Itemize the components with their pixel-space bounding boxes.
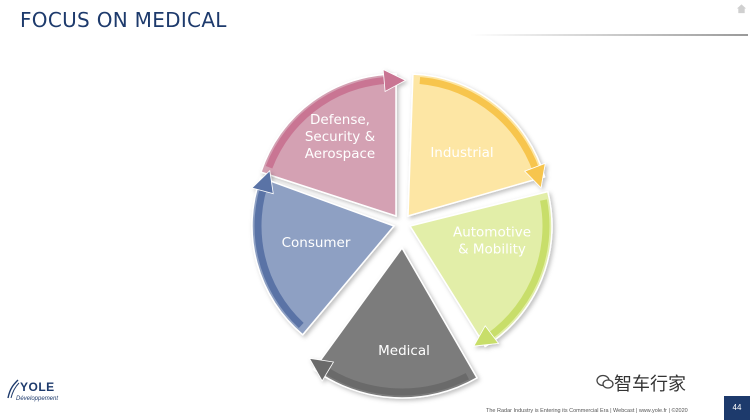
logo-subtitle: Développement xyxy=(16,396,59,402)
cycle-arrow-band xyxy=(265,76,399,169)
slide-title: FOCUS ON MEDICAL xyxy=(20,8,227,32)
title-divider xyxy=(470,34,748,36)
cycle-arrow-head-icon xyxy=(308,357,335,382)
cycle-arrow-head-icon xyxy=(382,68,407,93)
segment-automotive xyxy=(408,190,553,348)
page-number: 44 xyxy=(724,396,750,420)
segment-label-medical: Medical xyxy=(378,343,430,359)
home-icon[interactable] xyxy=(736,3,747,14)
segment-medical xyxy=(308,246,479,399)
segment-defense xyxy=(260,68,407,218)
segment-wedge-medical xyxy=(312,246,479,399)
footer-text: The Radar Industry is Entering its Comme… xyxy=(486,408,688,414)
segment-wedge-consumer xyxy=(251,176,396,336)
segment-industrial xyxy=(407,73,546,218)
segment-label-automotive: Automotive& Mobility xyxy=(453,225,531,258)
segment-label-industrial: Industrial xyxy=(430,145,493,161)
segment-consumer xyxy=(251,169,396,336)
cycle-arrow-band xyxy=(419,77,543,182)
segment-label-consumer: Consumer xyxy=(282,235,351,251)
cycle-arrow-band xyxy=(478,199,550,346)
cycle-arrow-head-icon xyxy=(251,169,274,195)
segment-wedge-industrial xyxy=(407,73,546,218)
yole-logo: YOLE Développement xyxy=(6,378,86,414)
segment-wedge-defense xyxy=(260,73,397,218)
logo-name: YOLE xyxy=(20,380,55,394)
cycle-arrow-head-icon xyxy=(473,325,500,347)
watermark-text: 智车行家 xyxy=(614,374,686,395)
cycle-arrow-band xyxy=(313,360,469,396)
wechat-icon xyxy=(596,374,614,389)
cycle-arrow-head-icon xyxy=(523,162,546,189)
cycle-arrow-band xyxy=(254,176,304,329)
segment-label-defense: Defense,Security &Aerospace xyxy=(305,112,376,162)
